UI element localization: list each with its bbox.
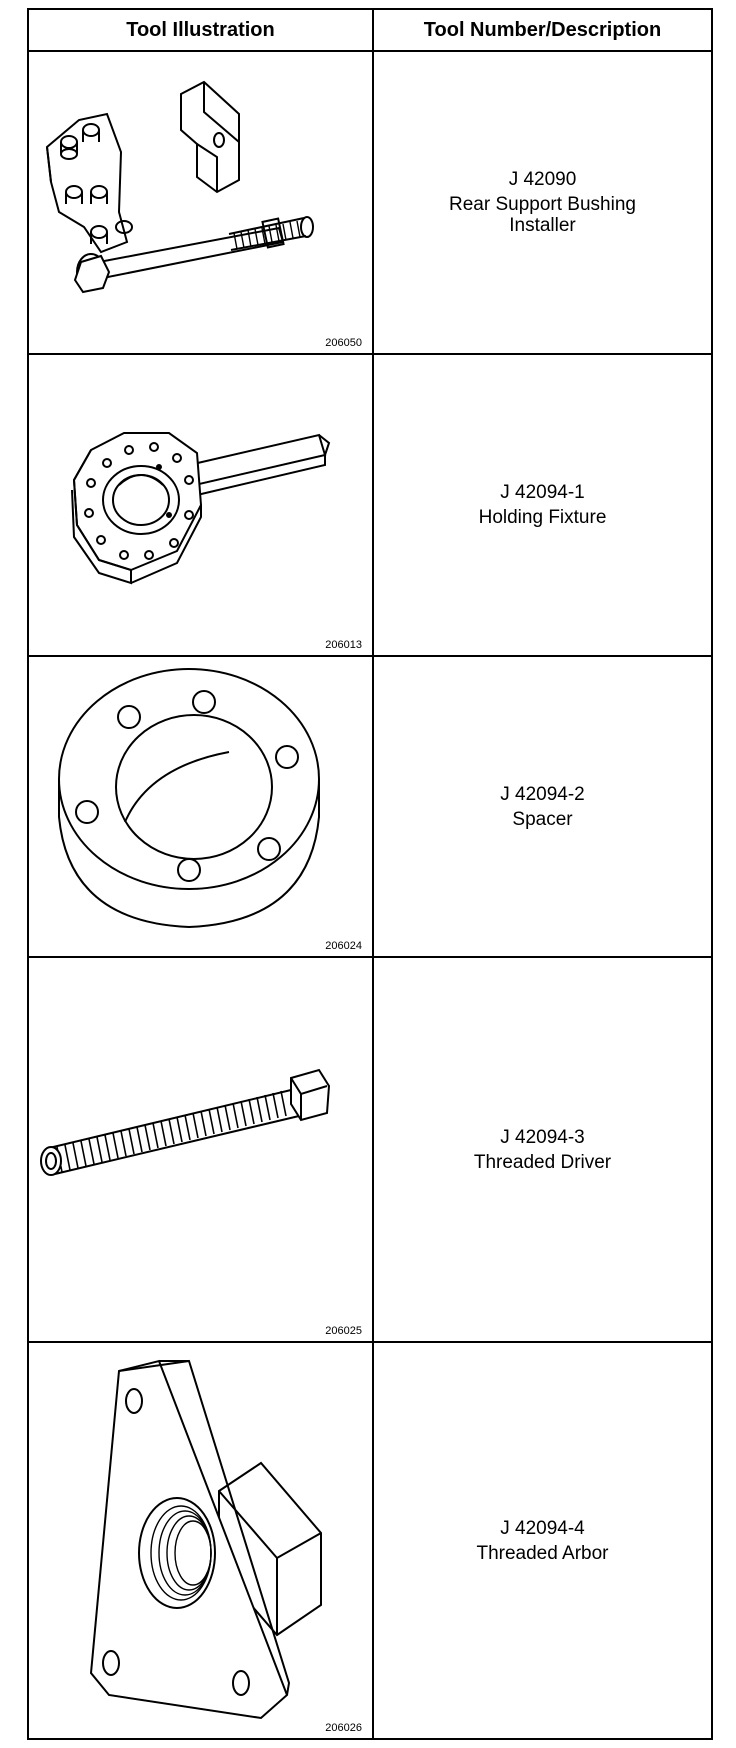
tool-description-cell: J 42094-1 Holding Fixture xyxy=(374,355,711,655)
tool-illustration-cell: 206050 xyxy=(29,52,372,353)
tool-illustration-cell: 206013 xyxy=(29,355,372,655)
header-tool-illustration: Tool Illustration xyxy=(126,19,275,41)
tool-description-line1: Holding Fixture xyxy=(478,507,607,528)
table-header: Tool Illustration Tool Number/Descriptio… xyxy=(29,10,711,52)
tool-description-cell: J 42094-2 Spacer xyxy=(374,657,711,956)
figure-code: 206026 xyxy=(325,1722,362,1734)
tool-description-line1: Rear Support Bushing xyxy=(449,194,636,215)
tool-illustration-cell: 206025 xyxy=(29,958,372,1341)
table-row: 206025 J 42094-3 Threaded Driver xyxy=(29,958,711,1343)
figure-code: 206025 xyxy=(325,1325,362,1337)
tool-description-cell: J 42090 Rear Support Bushing Installer xyxy=(374,52,711,353)
table-row: 206026 J 42094-4 Threaded Arbor xyxy=(29,1343,711,1738)
tool-description-line2: Installer xyxy=(509,215,576,236)
figure-code: 206050 xyxy=(325,337,362,349)
threaded-arbor-illustration xyxy=(89,1359,322,1720)
header-tool-number-description: Tool Number/Description xyxy=(423,19,662,41)
tool-number: J 42094-4 xyxy=(500,1517,585,1539)
tool-illustration-cell: 206024 xyxy=(29,657,372,956)
tool-description-cell: J 42094-3 Threaded Driver xyxy=(374,958,711,1341)
figure-code: 206013 xyxy=(325,639,362,651)
tool-number: J 42094-1 xyxy=(500,482,585,503)
spacer-illustration xyxy=(58,668,320,929)
tool-description-cell: J 42094-4 Threaded Arbor xyxy=(374,1343,711,1738)
bushing-installer-illustration xyxy=(45,80,314,294)
table-row: 206050 J 42090 Rear Support Bushing Inst… xyxy=(29,52,711,355)
tool-table: Tool Illustration Tool Number/Descriptio… xyxy=(27,8,713,1740)
tool-description-line1: Threaded Driver xyxy=(473,1151,612,1173)
threaded-driver-illustration xyxy=(40,1068,331,1176)
column-divider xyxy=(372,10,374,1738)
tool-description-line1: Spacer xyxy=(512,808,573,830)
tool-description-line1: Threaded Arbor xyxy=(476,1542,609,1564)
holding-fixture-illustration xyxy=(71,432,331,585)
tool-illustration-cell: 206026 xyxy=(29,1343,372,1738)
tool-number: J 42094-2 xyxy=(500,783,585,805)
table-row: 206013 J 42094-1 Holding Fixture xyxy=(29,355,711,657)
figure-code: 206024 xyxy=(325,940,362,952)
table-row: 206024 J 42094-2 Spacer xyxy=(29,657,711,958)
tool-number: J 42090 xyxy=(508,169,577,190)
tool-number: J 42094-3 xyxy=(500,1126,585,1148)
